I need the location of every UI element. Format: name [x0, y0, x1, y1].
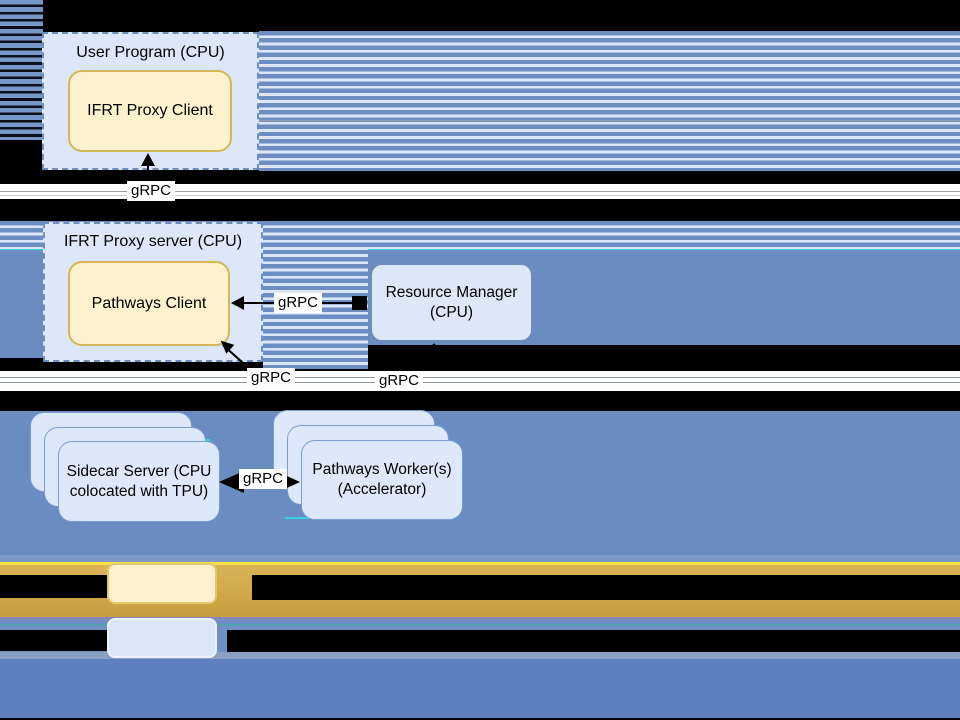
- grpc-label-stack: gRPC: [239, 469, 288, 489]
- grpc-label-a: gRPC: [247, 368, 296, 388]
- resource-manager-line1: Resource Manager: [385, 283, 518, 301]
- legend-yellow-swatch: [107, 563, 217, 604]
- legend-blue-swatch: [107, 618, 217, 658]
- arrowhead-left: [231, 296, 244, 310]
- arrowhead-up: [141, 153, 155, 166]
- legend-redacted-bar: [0, 575, 107, 598]
- glitch-line: [0, 249, 960, 250]
- glitch-line: [0, 377, 960, 378]
- arrow-line-grpc-b2: [351, 390, 378, 412]
- resource-manager-line2: (CPU): [429, 303, 474, 321]
- legend-redacted-bar: [0, 630, 107, 651]
- glitch-line: [0, 617, 960, 620]
- pathways-client-box: Pathways Client: [68, 261, 230, 346]
- sidecar-label-line1: Sidecar Server (CPU: [66, 462, 212, 480]
- ifrt-proxy-client-box: IFRT Proxy Client: [68, 70, 232, 152]
- glitch-band: [0, 652, 960, 659]
- user-program-title: User Program (CPU): [76, 44, 225, 61]
- grpc-label-b: gRPC: [375, 371, 424, 391]
- glitch-line: [259, 120, 960, 121]
- glitch-line: [0, 562, 960, 565]
- worker-label-line1: Pathways Worker(s): [312, 461, 452, 478]
- arrowhead-right: [287, 476, 300, 488]
- glitch-band: [0, 555, 960, 562]
- glitch-band: [0, 659, 960, 718]
- worker-stack-front: Pathways Worker(s) (Accelerator): [301, 440, 463, 520]
- glitch-line: [0, 624, 960, 625]
- sidecar-label-line2: colocated with TPU): [69, 482, 209, 500]
- arrowhead-left-large: [219, 471, 244, 493]
- worker-label-line2: (Accelerator): [337, 481, 427, 498]
- arrowhead-right-glitched: [352, 296, 367, 310]
- resource-manager-box: Resource Manager (CPU): [370, 263, 533, 342]
- legend-redacted-bar: [227, 630, 960, 652]
- glitch-band: [0, 345, 43, 358]
- ifrt-proxy-client-label: IFRT Proxy Client: [87, 102, 213, 119]
- ifrt-proxy-server-title: IFRT Proxy server (CPU): [63, 233, 243, 250]
- glitch-band: [259, 31, 960, 171]
- arrow-line-grpc-b1: [397, 343, 436, 374]
- glitch-band: [0, 371, 960, 391]
- glitch-line: [0, 195, 960, 196]
- legend-redacted-bar: [252, 575, 960, 600]
- sidecar-stack-front: Sidecar Server (CPU colocated with TPU): [58, 441, 220, 522]
- grpc-label-top: gRPC: [127, 181, 176, 201]
- grpc-label-mid: gRPC: [274, 293, 323, 313]
- glitch-line: [0, 191, 960, 192]
- glitch-line: [0, 382, 960, 383]
- glitch-band: [0, 0, 43, 140]
- pathways-client-label: Pathways Client: [91, 294, 207, 312]
